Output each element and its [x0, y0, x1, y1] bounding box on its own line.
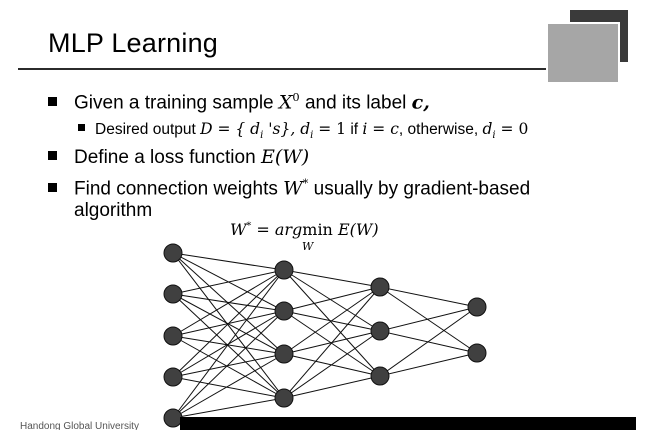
network-edge [283, 286, 381, 312]
bullet-square-icon [48, 96, 57, 106]
bullet-text: and its label [299, 92, 412, 114]
math-sup: 0 [292, 90, 300, 104]
network-edge [283, 286, 381, 355]
math-x: X [278, 91, 293, 114]
formula-sup: * [246, 220, 252, 232]
bullet-square-icon [48, 182, 57, 192]
network-node-layer2 [274, 301, 294, 321]
network-edge [379, 306, 478, 377]
formula-min: min [302, 220, 333, 239]
network-edge [172, 376, 285, 399]
network-node-layer1 [163, 284, 183, 304]
bullet-text: Given a training sample [74, 92, 279, 114]
network-edge [172, 335, 285, 399]
network-node-layer2 [274, 344, 294, 364]
network-edge [172, 269, 285, 419]
formula-arg: = arg [251, 220, 303, 239]
formula-tail: E(W) [332, 220, 379, 239]
network-node-layer2 [274, 260, 294, 280]
math-sub: i [260, 130, 264, 142]
network-node-layer1 [163, 367, 183, 387]
network-nodes [163, 243, 487, 428]
footer-bar [180, 417, 636, 430]
network-edge [379, 286, 478, 308]
network-node-layer4 [467, 297, 487, 317]
math-sub: i [310, 130, 314, 142]
argmin-formula: W* = argmin E(W) W [230, 220, 379, 253]
network-edge [172, 335, 285, 355]
network-edge [283, 269, 381, 288]
math-eq1: = 1 [313, 120, 347, 138]
bullet-connection-weights-line2: algorithm [74, 200, 153, 221]
network-edge [283, 269, 381, 332]
bullet-square-icon [48, 151, 57, 161]
math-d-set-end: 's}, [263, 120, 296, 138]
network-edge [172, 252, 285, 271]
network-node-layer3 [370, 321, 390, 341]
sub-bullet-desired-output: Desired output D = { di 's}, di = 1 if i… [78, 120, 528, 141]
title-divider [18, 68, 566, 70]
network-edge [172, 269, 285, 337]
math-label-c: c, [411, 91, 430, 114]
math-sup: * [302, 176, 309, 190]
bullet-text: Find connection weights [74, 178, 284, 200]
math-eq0: = 0 [495, 120, 529, 138]
math-cond: i = c [362, 120, 399, 138]
network-node-layer2 [274, 388, 294, 408]
formula-w: W [230, 220, 247, 239]
math-sub: i [492, 130, 496, 142]
network-edge [283, 286, 381, 399]
math-w: W [283, 177, 303, 200]
network-node-layer1 [163, 243, 183, 263]
sub-bullet-text: , otherwise, [398, 121, 483, 138]
network-edge [172, 252, 285, 399]
network-edge [379, 286, 478, 354]
bullet-text: Define a loss function [74, 147, 261, 168]
sub-bullet-square-icon [78, 124, 85, 132]
network-edge [379, 306, 478, 332]
network-node-layer3 [370, 277, 390, 297]
network-edge [172, 397, 285, 419]
slide-title: MLP Learning [48, 28, 219, 58]
math-d-set: D = { d [200, 120, 261, 138]
network-edge [172, 353, 285, 378]
network-node-layer4 [467, 343, 487, 363]
network-node-layer1 [163, 326, 183, 346]
bullet-training-sample: Given a training sample X0 and its label… [48, 90, 430, 114]
network-edge [283, 310, 381, 377]
network-edge [172, 269, 285, 295]
network-edge [172, 269, 285, 378]
network-edge [283, 269, 381, 377]
network-node-layer3 [370, 366, 390, 386]
math-loss: E(W) [260, 146, 310, 168]
sub-bullet-text: if [346, 121, 363, 138]
network-edge [283, 375, 381, 399]
math-di: d [295, 120, 311, 138]
formula-under-w: W [302, 240, 314, 253]
network-edges [172, 252, 478, 419]
bullet-loss-function: Define a loss function E(W) [48, 146, 309, 169]
network-edge [172, 310, 285, 419]
footer-university: Handong Global University [20, 421, 139, 430]
bullet-connection-weights: Find connection weights W* usually by gr… [48, 176, 530, 200]
decorative-square-gray [546, 22, 620, 84]
network-edge [283, 330, 381, 399]
network-edge [172, 293, 285, 399]
bullet-text: usually by gradient-based [308, 178, 531, 200]
sub-bullet-text: Desired output [95, 121, 201, 138]
network-edge [379, 352, 478, 377]
math-di: d [482, 120, 493, 138]
network-edge [172, 353, 285, 419]
